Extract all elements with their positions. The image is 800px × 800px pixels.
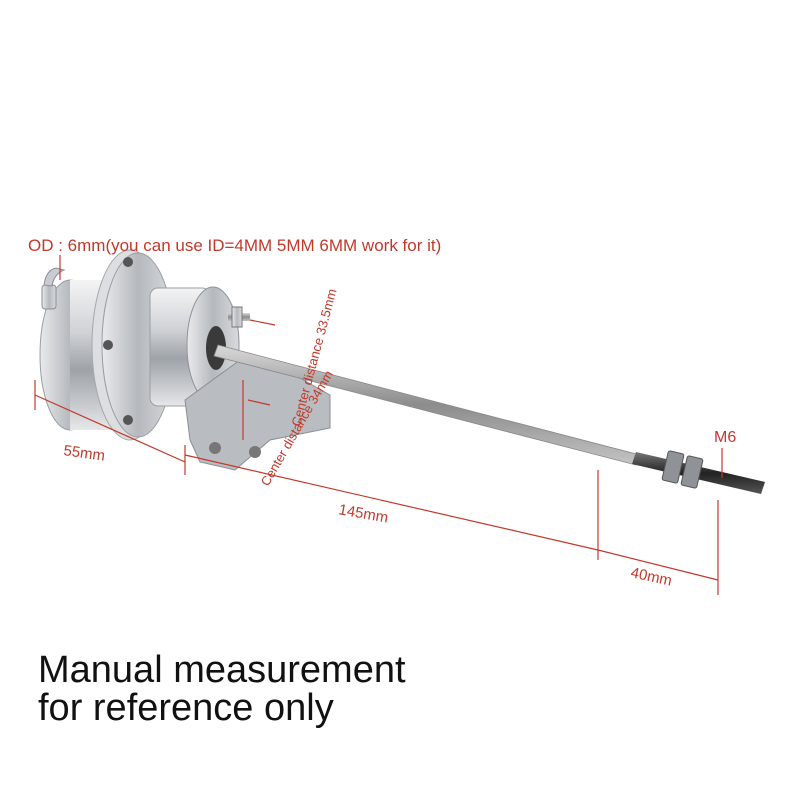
dim-line-55 bbox=[34, 394, 186, 463]
dim-40: 40mm bbox=[629, 564, 673, 589]
actuator-rod bbox=[213, 344, 765, 494]
thread-spec: M6 bbox=[714, 429, 736, 446]
wastegate-actuator bbox=[39, 249, 331, 471]
od-note: OD : 6mm(you can use ID=4MM 5MM 6MM work… bbox=[28, 236, 441, 255]
threaded-end bbox=[632, 450, 765, 494]
dim-145: 145mm bbox=[337, 501, 389, 526]
caption-line-1: Manual measurement bbox=[38, 649, 406, 691]
dim-line-145 bbox=[184, 454, 599, 551]
mounting-stud-upper bbox=[228, 306, 250, 328]
dim-line-40 bbox=[597, 549, 719, 581]
dim-55: 55mm bbox=[62, 442, 106, 465]
caption-line-2: for reference only bbox=[38, 687, 334, 729]
dimension-lines bbox=[34, 255, 723, 595]
inlet-nipple bbox=[41, 267, 66, 310]
